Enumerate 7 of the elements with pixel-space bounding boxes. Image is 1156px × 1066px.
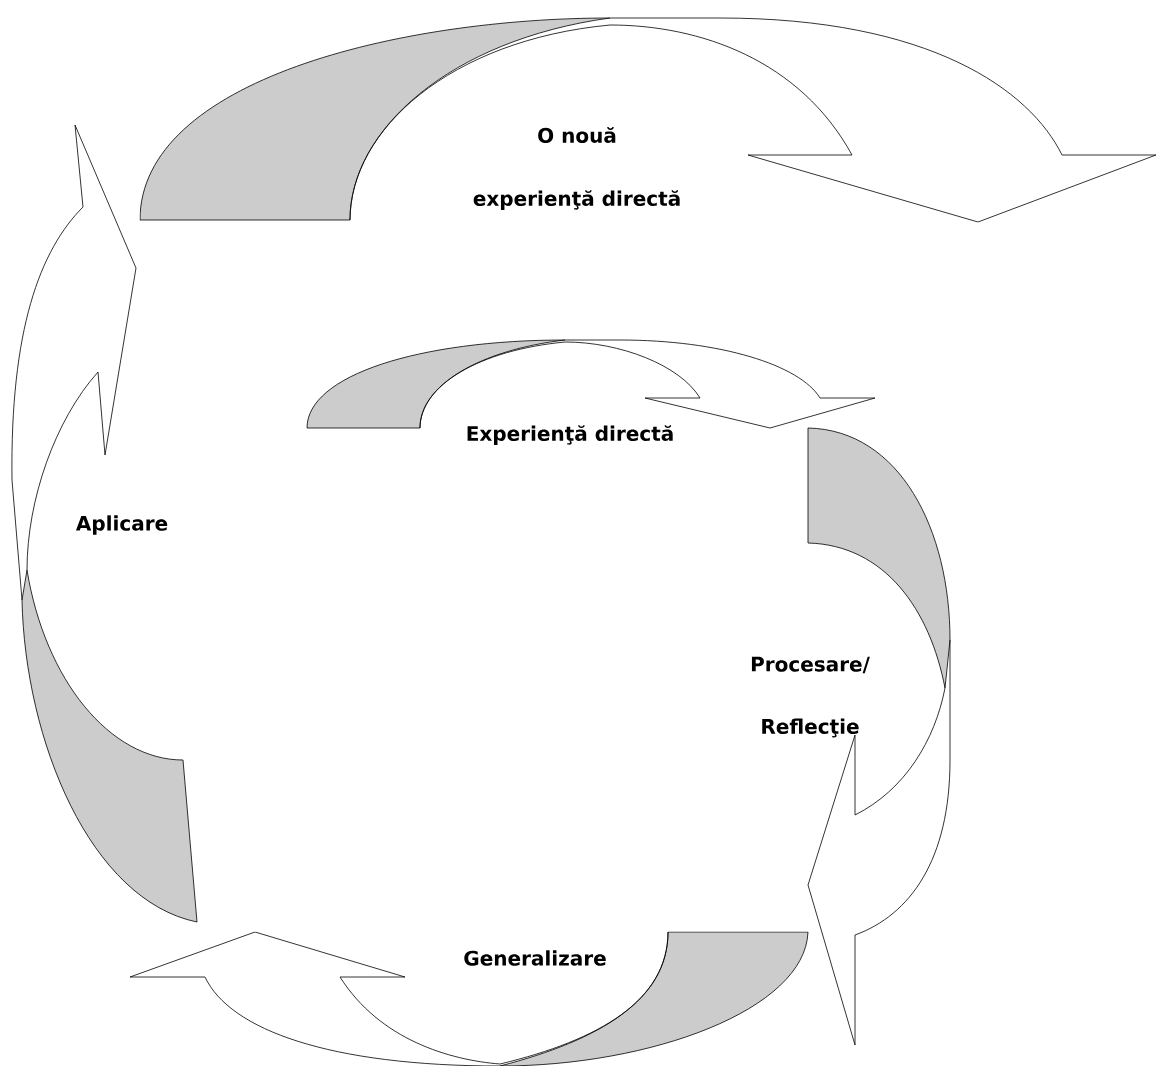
stage-label: O nouă bbox=[538, 127, 616, 143]
stage-label: Experienţă directă bbox=[467, 425, 673, 445]
stage-label: experienţă directă bbox=[473, 190, 680, 210]
stage-label: Procesare/ bbox=[751, 656, 870, 674]
stage-label: Reflecţie bbox=[762, 718, 859, 738]
stage-label: Generalizare bbox=[464, 950, 606, 966]
stage-label: Aplicare bbox=[75, 515, 168, 535]
